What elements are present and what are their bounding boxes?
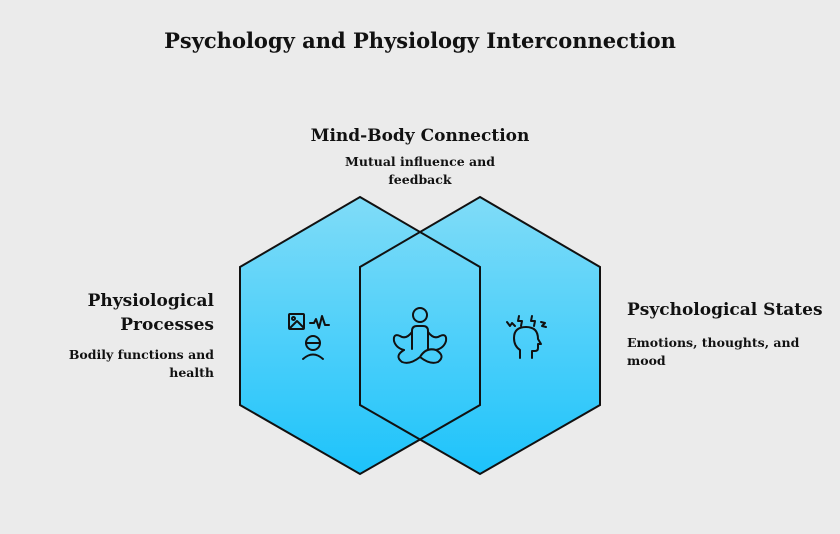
left-description: Bodily functions and health bbox=[68, 347, 214, 380]
body-monitor-icon bbox=[288, 313, 330, 360]
center-description: Mutual influence and feedback bbox=[345, 154, 495, 187]
meditation-icon bbox=[392, 307, 448, 364]
right-heading: Psychological States bbox=[627, 300, 823, 320]
center-heading: Mind-Body Connection bbox=[310, 126, 530, 146]
left-heading: Physiological Processes bbox=[87, 291, 214, 335]
right-description: Emotions, thoughts, and mood bbox=[627, 335, 800, 368]
diagram-title: Psychology and Physiology Interconnectio… bbox=[164, 28, 676, 53]
stressed-head-icon bbox=[506, 315, 547, 359]
